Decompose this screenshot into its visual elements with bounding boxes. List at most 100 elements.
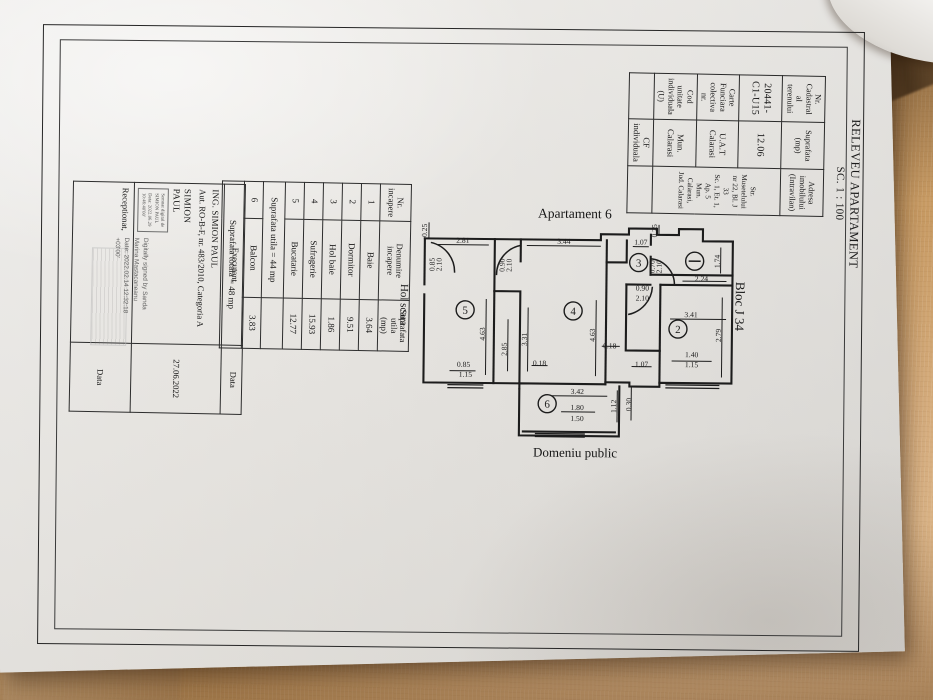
header-label-adresa: Adresa imobilului (Intravilan) <box>780 169 824 217</box>
engineer-name: ING. SIMION PAUL <box>209 189 221 269</box>
rooms-header-nr: Nr.incapere <box>379 183 412 222</box>
header-label-nr-cadastral: Nr. Cadastral al terenului <box>781 75 826 123</box>
plan-walls <box>422 227 734 438</box>
svg-text:2.24: 2.24 <box>695 274 709 283</box>
svg-text:3.31: 3.31 <box>520 333 529 347</box>
room-marker-4 <box>563 301 583 321</box>
room-area-1: 3.64 <box>357 299 378 351</box>
floor-plan-drawing: 2 3 4 5 6 0.25 2.81 3.44 1.07 0.25 1.74 … <box>419 198 742 451</box>
room-name-1: Baie <box>358 220 380 300</box>
table-row: 1 Baie 3.64 <box>357 183 381 351</box>
floor-plan-svg: 2 3 4 5 6 0.25 2.81 3.44 1.07 0.25 1.74 … <box>420 222 734 438</box>
svg-text:5: 5 <box>462 305 468 317</box>
table-row: 3 Hol baie 1.86 <box>319 182 343 351</box>
svg-text:2: 2 <box>675 324 681 336</box>
hol-scara-label: Hol scara <box>397 283 410 326</box>
room-name-2: Dormitor <box>339 220 361 300</box>
room-area-2: 9.51 <box>338 299 359 351</box>
svg-text:1.40: 1.40 <box>685 350 699 359</box>
header-label-cf-colectiva: Carte Funciara colectiva nr. <box>696 74 740 121</box>
digital-signature-text: Digitally signed by Sanda Marina Mastaca… <box>113 237 150 314</box>
svg-text:2.10: 2.10 <box>655 260 664 274</box>
rooms-subtotal-row: Suprafata utila = 44 mp <box>259 181 286 350</box>
document-title: RELEVEU APARTAMENT SC. 1 : 100 <box>831 73 864 313</box>
svg-text:4.63: 4.63 <box>478 327 487 341</box>
svg-text:6: 6 <box>544 399 550 411</box>
executant-data-label: Data <box>220 345 243 415</box>
header-table-row-values: 20441-C1-U15 12.06 Str. Musetelului nr 2… <box>651 74 783 216</box>
header-label-uat: U.A.T Calarasi <box>695 119 739 169</box>
svg-text:1.07: 1.07 <box>635 360 649 369</box>
header-table-row-cf-individuala: CF individuala <box>627 72 655 213</box>
header-label-cod-unitate: Cod unitate individuala (U) <box>653 73 698 120</box>
svg-text:1.15: 1.15 <box>459 370 473 379</box>
executant-date: 27.06.2022 <box>130 343 222 415</box>
room-nr-2: 2 <box>341 183 362 221</box>
svg-text:0.25: 0.25 <box>650 224 659 238</box>
room-area-5: 12.77 <box>281 298 302 350</box>
svg-text:0.90: 0.90 <box>498 258 507 272</box>
plan-door-swings <box>430 241 676 316</box>
room-area-4: 15.93 <box>300 298 321 350</box>
svg-text:0.85: 0.85 <box>457 360 471 369</box>
svg-text:2.10: 2.10 <box>505 258 514 272</box>
svg-text:3.41: 3.41 <box>684 310 698 319</box>
table-row: 5 Bucatarie 12.77 <box>281 182 305 350</box>
svg-text:4.63: 4.63 <box>588 328 597 342</box>
svg-text:4: 4 <box>570 306 576 318</box>
svg-text:0.25: 0.25 <box>420 223 429 237</box>
svg-text:1.07: 1.07 <box>634 238 648 247</box>
svg-text:2.10: 2.10 <box>435 258 444 272</box>
room-nr-4: 4 <box>303 182 324 220</box>
svg-text:2.81: 2.81 <box>456 236 470 245</box>
svg-text:0.18: 0.18 <box>533 359 547 368</box>
svg-text:3.42: 3.42 <box>571 387 585 396</box>
room-area-6: 3.83 <box>240 297 261 349</box>
svg-text:2.79: 2.79 <box>714 329 723 343</box>
executant-label: Executant <box>221 184 246 346</box>
svg-text:0.70: 0.70 <box>648 260 657 274</box>
svg-text:1.80: 1.80 <box>570 403 584 412</box>
table-row: 4 Sufragerie 15.93 <box>300 182 324 350</box>
svg-text:3.44: 3.44 <box>557 237 571 246</box>
plan-windows <box>447 383 720 438</box>
room-marker-6 <box>537 393 557 414</box>
room-nr-5: 5 <box>284 182 305 220</box>
room-marker-1 <box>684 251 705 271</box>
plan-dimension-lines <box>428 222 727 423</box>
rooms-subtotal-label: Suprafata utila = 44 mp <box>260 181 286 299</box>
room-marker-3 <box>628 252 649 273</box>
receptionat-data-label: Data <box>69 342 132 413</box>
svg-text:3: 3 <box>636 258 642 270</box>
header-table: Nr. Cadastral al terenului Suprafata (mp… <box>627 72 826 217</box>
room-marker-5 <box>455 300 475 320</box>
room-name-3: Hol baie <box>320 219 342 300</box>
plan-dimension-labels: 0.25 2.81 3.44 1.07 0.25 1.74 0.85 2.10 … <box>420 223 723 423</box>
header-value-suprafata: 12.06 <box>738 120 782 170</box>
svg-text:1.50: 1.50 <box>570 414 584 423</box>
svg-text:0.90: 0.90 <box>636 284 650 293</box>
room-area-3: 1.86 <box>319 298 340 351</box>
header-label-cf-individuala: CF individuala <box>627 118 654 167</box>
header-blank-cell <box>628 72 655 120</box>
room-nr-6: 6 <box>243 181 264 219</box>
svg-text:2.85: 2.85 <box>500 342 509 356</box>
header-table-row-labels: Nr. Cadastral al terenului Suprafata (mp… <box>780 75 826 217</box>
room-nr-1: 1 <box>360 183 381 221</box>
table-row: 2 Dormitor 9.51 <box>338 183 362 351</box>
room-name-4: Sufragerie <box>301 219 323 299</box>
room-nr-3: 3 <box>322 182 343 221</box>
room-name-5: Bucatarie <box>282 219 304 299</box>
plan-room-markers: 2 3 4 5 6 <box>455 251 705 414</box>
header-value-nr-cadastral: 20441-C1-U15 <box>738 74 783 122</box>
svg-text:1.12: 1.12 <box>609 399 618 413</box>
rooms-subtotal-blank <box>259 297 283 350</box>
svg-text:0.18: 0.18 <box>603 341 617 350</box>
executant-header-row: Executant Data <box>220 184 246 415</box>
svg-text:0.30: 0.30 <box>624 398 633 412</box>
header-label-suprafata: Suprafata (mp) <box>781 121 825 170</box>
